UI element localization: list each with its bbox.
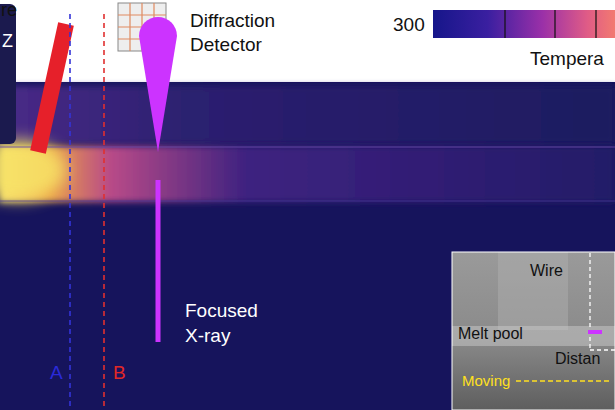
section-label: A: [50, 361, 63, 384]
substrate-ground: [0, 82, 615, 410]
cropped-label: re: [1, 0, 17, 21]
dimension-label: Distan: [555, 350, 600, 368]
heated-layer: [0, 146, 615, 202]
colorbar: [433, 10, 615, 38]
colorbar-ticks: [505, 10, 596, 38]
section-line: [69, 14, 71, 410]
wire-image: [498, 252, 568, 330]
motion-label: Moving: [462, 372, 510, 389]
part-label: Melt pool: [458, 325, 523, 343]
scale-title: Tempera: [530, 47, 604, 70]
laser-beam: [38, 24, 66, 152]
inset-panel: WireMelt poolDistanMoving: [452, 252, 615, 410]
inset-photo: [452, 252, 615, 410]
layer-boundary: [0, 200, 615, 202]
xray-beam: [156, 180, 161, 342]
section-label: B: [113, 361, 126, 384]
section-line: [103, 14, 105, 410]
scale-value: 300: [393, 13, 425, 36]
detector-label: Diffraction Detector: [190, 9, 315, 57]
beam-label: Focused X-ray: [185, 298, 280, 348]
nozzle: [0, 4, 16, 144]
beam-mark: [588, 330, 602, 334]
deposit-layer: [0, 86, 615, 144]
layer-boundary: [0, 146, 615, 148]
deposit-image: [452, 326, 615, 346]
part-label: Wire: [530, 262, 563, 280]
moving-arrow: [516, 380, 612, 382]
reference-line: [589, 253, 590, 350]
inset-border: [452, 252, 615, 410]
axis-label: Z: [2, 30, 13, 52]
diffraction-cone: [139, 17, 177, 152]
